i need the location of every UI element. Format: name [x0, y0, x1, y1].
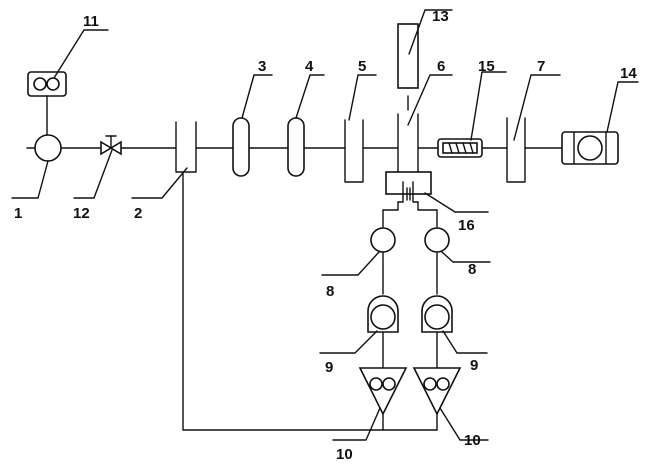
component-8-left	[370, 227, 396, 253]
component-11-gauge	[27, 71, 67, 136]
component-16-distributor	[385, 171, 432, 211]
component-10-right	[412, 367, 462, 416]
label-13: 13	[432, 8, 449, 25]
component-4-cylinder	[287, 117, 305, 177]
label-4: 4	[305, 58, 314, 75]
component-7-tank	[506, 117, 526, 183]
component-3-cylinder	[232, 117, 250, 177]
label-6: 6	[437, 58, 445, 75]
component-9-left	[367, 295, 399, 333]
label-8-right: 8	[468, 261, 476, 278]
label-12: 12	[73, 205, 90, 222]
label-14: 14	[620, 65, 637, 82]
label-2: 2	[134, 205, 142, 222]
label-16: 16	[458, 217, 475, 234]
component-9-right	[421, 295, 453, 333]
label-10-right: 10	[464, 432, 481, 449]
label-1: 1	[14, 205, 22, 222]
component-2-tank	[175, 121, 197, 431]
label-11: 11	[83, 13, 99, 30]
leader-lines	[11, 9, 639, 441]
component-15-filter	[437, 138, 483, 158]
label-7: 7	[537, 58, 545, 75]
component-13-vessel	[397, 23, 419, 111]
label-8-left: 8	[326, 283, 334, 300]
component-1-pump	[34, 134, 62, 162]
label-3: 3	[258, 58, 266, 75]
branch-lines	[182, 209, 438, 431]
label-5: 5	[358, 58, 366, 75]
labels: 1 12 2 3 4 5 6 13 15 7 14 11 16 8 8 9 9 …	[14, 8, 637, 463]
component-14-motor	[561, 131, 619, 165]
component-10-left	[358, 367, 408, 416]
label-9-right: 9	[470, 357, 478, 374]
label-15: 15	[478, 58, 495, 75]
label-10-left: 10	[336, 446, 353, 463]
component-5-tank	[344, 119, 364, 183]
component-12-valve	[100, 135, 122, 156]
label-9-left: 9	[325, 359, 333, 376]
component-8-right	[424, 227, 450, 253]
